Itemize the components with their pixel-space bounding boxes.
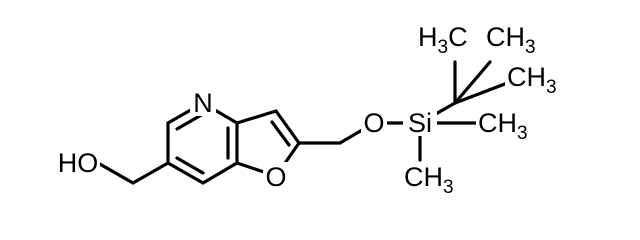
bond-c6-ch2 [131, 161, 170, 185]
bond-c3a-c3 [235, 109, 278, 125]
atom-labels: HO N O O Si H3C CH3 CH3 CH3 CH3 [56, 22, 565, 198]
bond-c6-c7-inner [175, 156, 205, 175]
methyl-label-si-down: CH3 [404, 162, 454, 198]
bond-ch2-oh [96, 161, 135, 185]
bonds [96, 60, 512, 185]
methyl-label-tbu-right-mid: CH3 [507, 62, 557, 98]
silicon-label: Si [408, 108, 432, 138]
bond-c6-c7 [166, 161, 205, 185]
methyl-label-tbu-right-top: CH3 [486, 22, 536, 58]
ether-oxygen-label: O [363, 108, 384, 138]
bond-c3-c2-inner [270, 120, 291, 147]
bond-n-c5-inner [175, 112, 205, 131]
hydroxyl-label: HO [58, 148, 99, 178]
methyl-label-tbu-left: H3C [418, 22, 468, 58]
bond-ctbu-me-mid [453, 80, 512, 105]
methyl-label-si-right: CH3 [478, 108, 528, 144]
bond-c7-c7a [201, 161, 239, 185]
bond-c3-c2 [274, 109, 301, 145]
pyridine-nitrogen-label: N [193, 88, 213, 118]
bond-ctbu-me-top [453, 60, 492, 105]
furan-oxygen-label: O [265, 162, 286, 192]
chemical-structure-diagram: HO N O O Si H3C CH3 CH3 CH3 CH3 [56, 22, 565, 198]
